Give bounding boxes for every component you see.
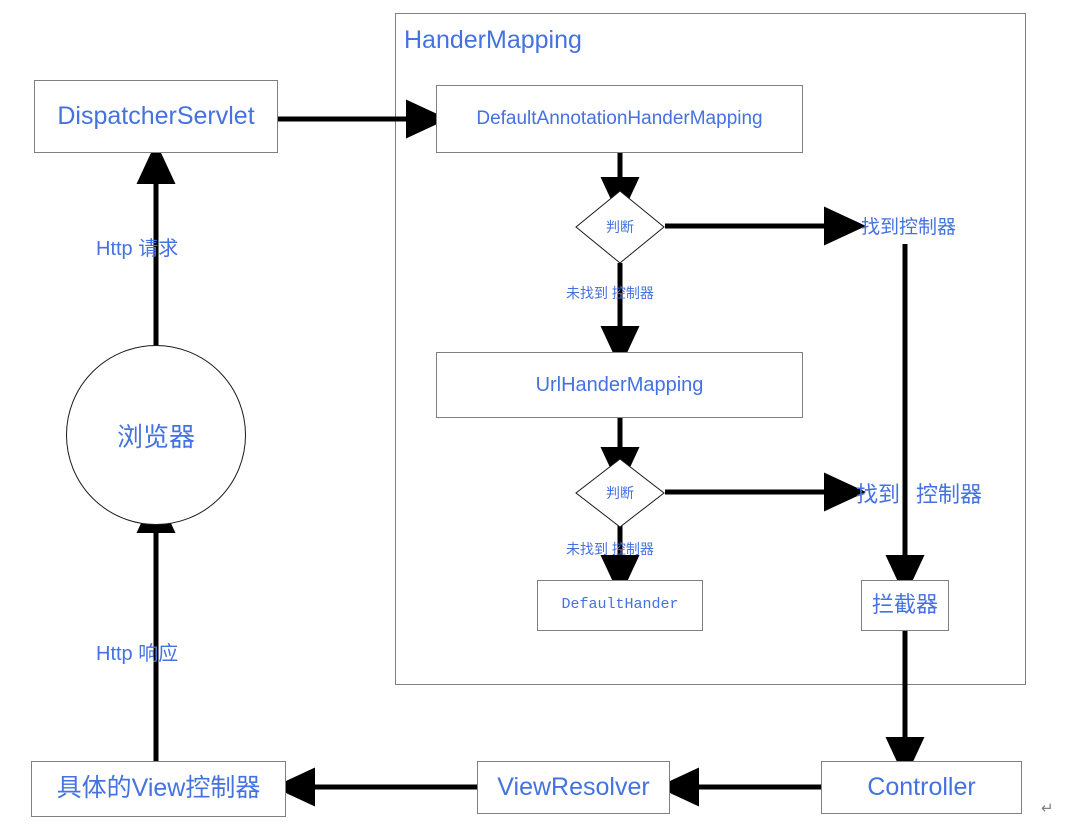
node-concrete-view-controller[interactable]: 具体的View控制器 xyxy=(31,761,286,817)
label-http-response: Http 响应 xyxy=(96,643,179,665)
label-not-found-controller-1: 未找到 控制器 xyxy=(566,285,654,301)
group-hander-mapping-title: HanderMapping xyxy=(404,26,582,54)
group-hander-mapping xyxy=(395,13,1026,685)
node-view-resolver[interactable]: ViewResolver xyxy=(477,761,670,814)
node-dispatcher-servlet[interactable]: DispatcherServlet xyxy=(34,80,278,153)
node-decision-one[interactable]: 判断 xyxy=(575,190,665,264)
label-found-controller-2-right: 控制器 xyxy=(916,482,983,507)
label-http-request: Http 请求 xyxy=(96,238,179,260)
paragraph-mark: ↵ xyxy=(1041,800,1054,817)
node-url-hander-mapping[interactable]: UrlHanderMapping xyxy=(436,352,803,418)
label-not-found-controller-2: 未找到 控制器 xyxy=(566,541,654,557)
node-interceptor[interactable]: 拦截器 xyxy=(861,580,949,631)
decision-two-label: 判断 xyxy=(606,485,634,501)
node-default-annotation-hander-mapping[interactable]: DefaultAnnotationHanderMapping xyxy=(436,85,803,153)
label-found-controller-2-left: 找到 xyxy=(856,482,901,507)
label-found-controller-1: 找到控制器 xyxy=(861,217,957,238)
node-decision-two[interactable]: 判断 xyxy=(575,458,665,528)
node-controller[interactable]: Controller xyxy=(821,761,1022,814)
node-default-hander[interactable]: DefaultHander xyxy=(537,580,703,631)
decision-one-label: 判断 xyxy=(606,219,634,235)
node-browser[interactable]: 浏览器 xyxy=(66,345,246,525)
